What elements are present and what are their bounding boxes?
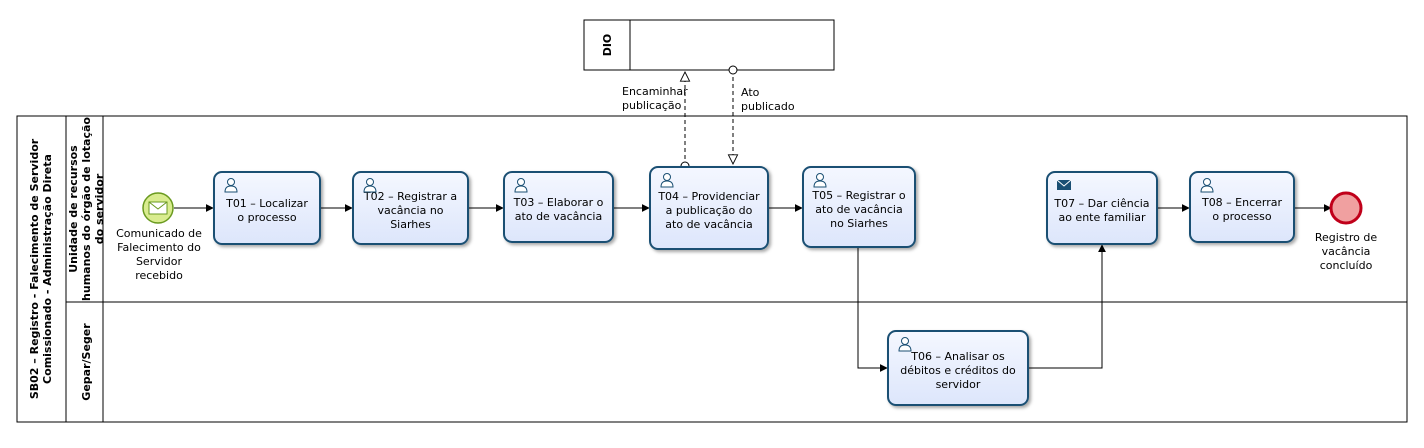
task-t02[interactable]: T02 – Registrar a vacância no Siarhes <box>352 171 469 245</box>
task-t08[interactable]: T08 – Encerrar o processo <box>1189 171 1295 243</box>
pool-border <box>16 115 1408 423</box>
task-t03[interactable]: T03 – Elaborar o ato de vacância <box>503 171 614 243</box>
task-label: T08 – Encerrar o processo <box>1201 196 1283 223</box>
user-icon <box>813 173 827 188</box>
end-event-label: Registro de vacância concluído <box>1314 231 1378 272</box>
message-flow-start-dot <box>728 65 738 75</box>
task-label: T03 – Elaborar o ato de vacância <box>513 196 604 223</box>
user-icon <box>514 178 528 193</box>
task-t04[interactable]: T04 – Providenciar a publicação do ato d… <box>649 166 769 250</box>
start-event <box>142 192 174 224</box>
external-pool-dio <box>583 19 835 71</box>
sequence-flow <box>1029 244 1106 369</box>
lane-label-rh: Unidade de recursos humanos do órgão de … <box>66 117 106 301</box>
task-label: T01 – Localizar o processo <box>226 197 308 224</box>
user-icon <box>1200 178 1214 193</box>
start-event-label: Comunicado de Falecimento do Servidor re… <box>116 227 202 282</box>
task-label: T07 – Dar ciência ao ente familiar <box>1054 197 1150 224</box>
pool-title: SB02 – Registro - Falecimento de Servido… <box>28 138 54 400</box>
user-icon <box>224 178 238 193</box>
user-icon <box>898 337 912 352</box>
user-icon <box>363 178 377 193</box>
lane-label-gepar: Gepar/Seger <box>79 323 93 401</box>
message-flow-label-encaminhar: Encaminhar publicação <box>622 85 688 112</box>
external-pool-label: DIO <box>600 33 614 57</box>
task-t05[interactable]: T05 – Registrar o ato de vacância no Sia… <box>802 166 916 248</box>
envelope-icon <box>1056 179 1072 190</box>
task-label: T05 – Registrar o ato de vacância no Sia… <box>812 189 906 230</box>
task-t07[interactable]: T07 – Dar ciência ao ente familiar <box>1046 171 1158 245</box>
task-t06[interactable]: T06 – Analisar os débitos e créditos do … <box>887 330 1029 406</box>
task-label: T06 – Analisar os débitos e créditos do … <box>900 350 1016 391</box>
task-label: T04 – Providenciar a publicação do ato d… <box>658 190 760 231</box>
message-flow-label-ato: Ato publicado <box>741 86 795 113</box>
sequence-flow <box>857 248 888 372</box>
envelope-icon <box>148 201 168 215</box>
task-label: T02 – Registrar a vacância no Siarhes <box>363 190 458 231</box>
task-t01[interactable]: T01 – Localizar o processo <box>213 171 321 245</box>
user-icon <box>660 173 674 188</box>
end-event <box>1329 191 1363 225</box>
